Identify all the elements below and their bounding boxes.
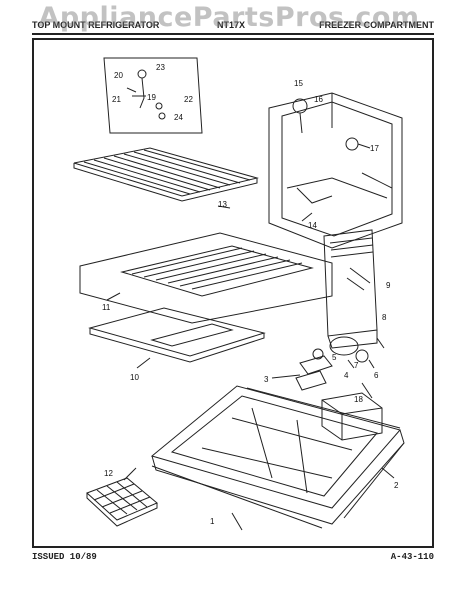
footer-page-number: A-43-110 [390,552,434,562]
page-header: TOP MOUNT REFRIGERATOR NT17X FREEZER COM… [32,20,434,32]
callout-18: 18 [354,395,363,404]
air-duct-block [321,392,383,441]
hardware-inset [103,57,203,134]
callout-2: 2 [394,481,399,490]
callout-21: 21 [112,95,121,104]
header-section: FREEZER COMPARTMENT [319,20,434,30]
callout-10: 10 [130,373,139,382]
wire-shelf [73,147,259,202]
header-model: NT17X [217,20,246,30]
callout-1: 1 [210,517,215,526]
freezer-shelf [79,232,333,324]
callout-12: 12 [104,469,113,478]
callout-3: 3 [264,375,269,384]
callout-23: 23 [156,63,165,72]
callout-15: 15 [294,79,303,88]
fan-motor-assembly [295,336,369,391]
evaporator-cover [323,229,378,349]
callout-labels: 13 11 10 3 4 5 6 7 8 9 15 16 17 14 18 2 … [102,63,399,526]
freezer-bottom-pan [150,385,405,525]
footer-issued: ISSUED 10/89 [32,552,97,562]
callout-4: 4 [344,371,349,380]
callout-7: 7 [354,361,359,370]
parts-diagram: 13 11 10 3 4 5 6 7 8 9 15 16 17 14 18 2 … [73,57,405,531]
header-rule [32,33,434,35]
callout-13: 13 [218,200,227,209]
callout-20: 20 [114,71,123,80]
callout-19: 19 [147,93,156,102]
callout-8: 8 [382,313,387,322]
callout-17: 17 [370,144,379,153]
freezer-liner [268,92,403,249]
callout-5: 5 [332,353,337,362]
callout-24: 24 [174,113,183,122]
callout-16: 16 [314,95,323,104]
callout-11: 11 [102,303,111,312]
watermark-text: AppliancePartsPros.com [38,2,420,33]
ice-tray [86,477,158,527]
callout-6: 6 [374,371,379,380]
header-title: TOP MOUNT REFRIGERATOR [32,20,160,30]
callout-9: 9 [386,281,391,290]
leader-lines [106,112,395,531]
callout-14: 14 [308,221,317,230]
callout-22: 22 [184,95,193,104]
diagram-frame [32,38,434,548]
drip-tray [88,307,266,363]
gasket-strip [151,387,405,529]
